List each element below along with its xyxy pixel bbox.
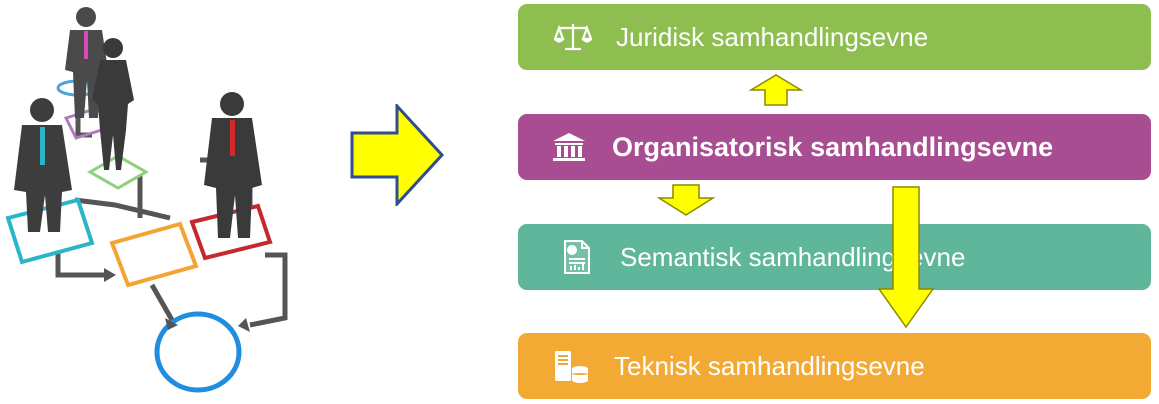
tie	[40, 127, 45, 165]
layer-juridisk: Juridisk samhandlingsevne	[518, 4, 1151, 70]
server-database-icon	[552, 347, 590, 385]
layer-teknisk: Teknisk samhandlingsevne	[518, 333, 1151, 399]
scales-icon	[554, 18, 592, 56]
down-arrow-organisatorisk-to-teknisk	[877, 186, 935, 329]
business-process-illustration	[5, 7, 288, 393]
connector-arrowhead	[165, 318, 178, 330]
connector-arrowhead	[238, 318, 250, 332]
layer-organisatorisk: Organisatorisk samhandlingsevne	[518, 114, 1151, 180]
up-arrow-organisatorisk-to-juridisk	[749, 74, 803, 106]
flow-end-circle	[154, 311, 242, 393]
layer-label: Juridisk samhandlingsevne	[616, 21, 929, 52]
main-right-arrow	[350, 104, 445, 206]
institution-icon	[550, 128, 588, 166]
tie	[230, 120, 235, 156]
business-person-silhouette	[204, 92, 262, 238]
business-person-silhouette	[92, 38, 134, 170]
flow-box-orange	[109, 221, 199, 288]
tie	[84, 31, 88, 59]
down-arrow-organisatorisk-to-semantisk	[657, 184, 715, 216]
layer-semantisk: Semantisk samhandlingsevne	[518, 224, 1151, 290]
business-person-silhouette	[14, 98, 72, 232]
layer-label: Teknisk samhandlingsevne	[614, 350, 925, 381]
document-chart-icon	[558, 238, 596, 276]
connector-arrowhead	[104, 268, 116, 282]
layer-label: Organisatorisk samhandlingsevne	[612, 131, 1054, 162]
